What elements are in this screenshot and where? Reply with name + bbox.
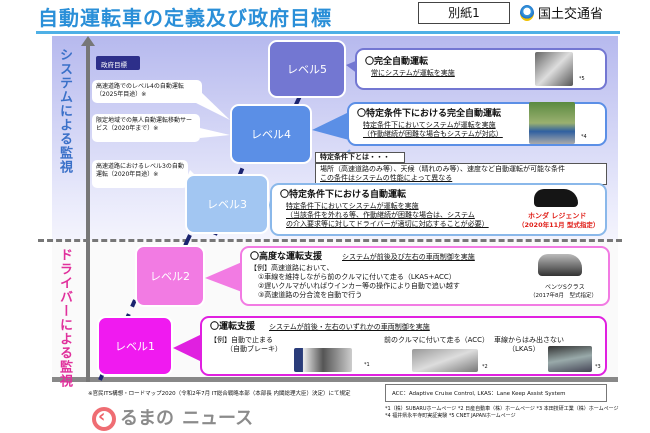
condition-line: この条件はシステムの性能によって異なる [320, 174, 453, 183]
level-1-example: （自動ブレーキ） [226, 345, 282, 353]
level-2-line: ③高速道路の分合流を自動で行う [258, 290, 363, 299]
image-credits: *1（株）SUBARUホームページ *2 日産自動車（株）ホームページ *3 本… [385, 406, 625, 421]
level-2-line: 【例】高速道路において、 [250, 263, 334, 272]
watermark-logo-text: るまの [120, 408, 174, 429]
level-2-car-note: （2017年8月 型式指定） [530, 293, 597, 299]
level-5-box: レベル5 [268, 40, 346, 98]
benz-s-class-photo [538, 254, 582, 276]
abbreviation-box: ACC：Adaptive Cruise Control, LKAS：Lane K… [385, 384, 607, 402]
condition-body: 場所（高速道路のみ等）、天候（晴れのみ等）、速度など自動運転が可能な条件 この条… [315, 163, 607, 186]
photo-credit: *4 [581, 134, 587, 140]
level-2-car-name: ベンツSクラス [545, 284, 585, 291]
level-1-box: レベル1 [97, 316, 173, 376]
level-3-description: 〇特定条件下における自動運転 特定条件下においてシステムが運転を実施 （当該条件… [270, 183, 607, 236]
level-3-heading: 〇特定条件下における自動運転 [280, 190, 407, 200]
level-1-example: 【例】自動で止まる [210, 336, 273, 344]
level-3-car-name: ホンダ レジェンド [528, 212, 587, 220]
level-4-photo [529, 102, 575, 144]
ministry-name: 国土交通省 [538, 7, 604, 22]
level-2-description: 〇高度な運転支援 システムが前後及び左右の車両制御を実施 【例】高速道路において、… [240, 246, 610, 306]
level-4-description: 〇特定条件下における完全自動運転 特定条件下においてシステムが運転を実施 （作動… [347, 102, 607, 146]
government-goal-badge: 政府目標 [96, 56, 140, 70]
goal-note-unmanned-service: 限定地域での無人自動運転移動サービス（2020年まで）※ [92, 114, 200, 142]
condition-title: 特定条件下とは・・・ [315, 152, 405, 164]
photo-credit: *3 [595, 364, 601, 370]
level-4-line: 特定条件下においてシステムが運転を実施 [363, 120, 496, 129]
acc-photo [412, 349, 478, 372]
photo-credit: *5 [579, 76, 585, 82]
level-2-line: ②遅いクルマがいればウインカー等の操作により自動で追い越す [258, 281, 460, 290]
kurumano-news-watermark: ‹ るまの ニュース [92, 406, 292, 433]
lkas-photo [548, 346, 592, 372]
photo-credit: *1 [364, 362, 370, 368]
title-underline [36, 31, 620, 34]
level-2-summary: システムが前後及び左右の車両制御を実施 [342, 253, 475, 261]
level-5-photo [535, 52, 573, 86]
level-5-line: 常にシステムが運転を実施 [371, 68, 455, 77]
auto-brake-photo [294, 348, 352, 372]
mlit-logo-icon [520, 4, 534, 21]
level-1-example: 車線からはみ出さない [494, 336, 564, 344]
watermark-logo-text-2: ニュース [182, 408, 254, 429]
level-1-summary: システムが前後・左右のいずれかの車両制御を実施 [269, 323, 430, 331]
ministry-logo: 国土交通省 [520, 3, 603, 22]
honda-legend-photo [534, 189, 578, 207]
photo-credit: *2 [482, 364, 488, 370]
dashed-divider [38, 239, 622, 242]
system-monitoring-label: システムによる監視 [57, 48, 72, 174]
vertical-axis [86, 44, 90, 382]
driver-monitoring-label: ドライバーによる監視 [57, 248, 72, 388]
page-title: 自動運転車の定義及び政府目標 [38, 6, 332, 30]
credit-line: *4 福井県永平寺町実証実験 *5 CNET JAPANホームページ [385, 413, 516, 420]
credit-line: *1（株）SUBARUホームページ *2 日産自動車（株）ホームページ *3 本… [385, 406, 619, 412]
goal-note-level3-highway: 高速道路におけるレベル3の自動運転（2020年目途）※ [92, 160, 188, 188]
level-2-heading: 〇高度な運転支援 [250, 252, 323, 262]
arrow-up-icon [81, 36, 95, 46]
condition-definition: 特定条件下とは・・・ 場所（高速道路のみ等）、天候（晴れのみ等）、速度など自動運… [315, 152, 607, 186]
level-3-line: 特定条件下においてシステムが運転を実施 [286, 201, 419, 210]
level-1-heading: 〇運転支援 [210, 322, 256, 332]
level-3-line: の介入要求等に対してドライバーが適切に対応することが必要） [286, 219, 489, 228]
attachment-label: 別紙1 [418, 2, 510, 24]
level-3-line: （当該条件を外れる等、作動継続が困難な場合は、システム [286, 210, 475, 219]
level-1-example: （LKAS） [508, 345, 540, 353]
level-2-line: ①車線を維持しながら前のクルマに付いて走る（LKAS+ACC） [258, 272, 456, 281]
chevron-left-icon: ‹ [98, 406, 106, 427]
level-5-description: 〇完全自動運転 常にシステムが運転を実施 *5 [355, 48, 607, 90]
level-3-car-note: （2020年11月 型式指定） [518, 221, 600, 229]
watermark-circle-icon [92, 407, 116, 431]
level-4-box: レベル4 [230, 104, 312, 164]
level-1-example: 前のクルマに付いて走る（ACC） [384, 336, 490, 344]
level-5-heading: 〇完全自動運転 [365, 57, 429, 67]
goal-note-level4-highway: 高速道路でのレベル4の自動運転（2025年目途）※ [92, 80, 202, 103]
level-3-box: レベル3 [185, 174, 269, 234]
footnote: ※官民ITS構想・ロードマップ2020（令和2年7月 IT総合戦略本部（本部長 … [88, 391, 351, 397]
condition-line: 場所（高速道路のみ等）、天候（晴れのみ等）、速度など自動運転が可能な条件 [320, 165, 565, 174]
level-4-heading: 〇特定条件下における完全自動運転 [357, 109, 502, 119]
level-4-line: （作動継続が困難な場合もシステムが対応） [363, 129, 503, 138]
level-2-box: レベル2 [135, 245, 205, 307]
level-1-description: 〇運転支援 システムが前後・左右のいずれかの車両制御を実施 【例】自動で止まる （… [200, 316, 607, 376]
